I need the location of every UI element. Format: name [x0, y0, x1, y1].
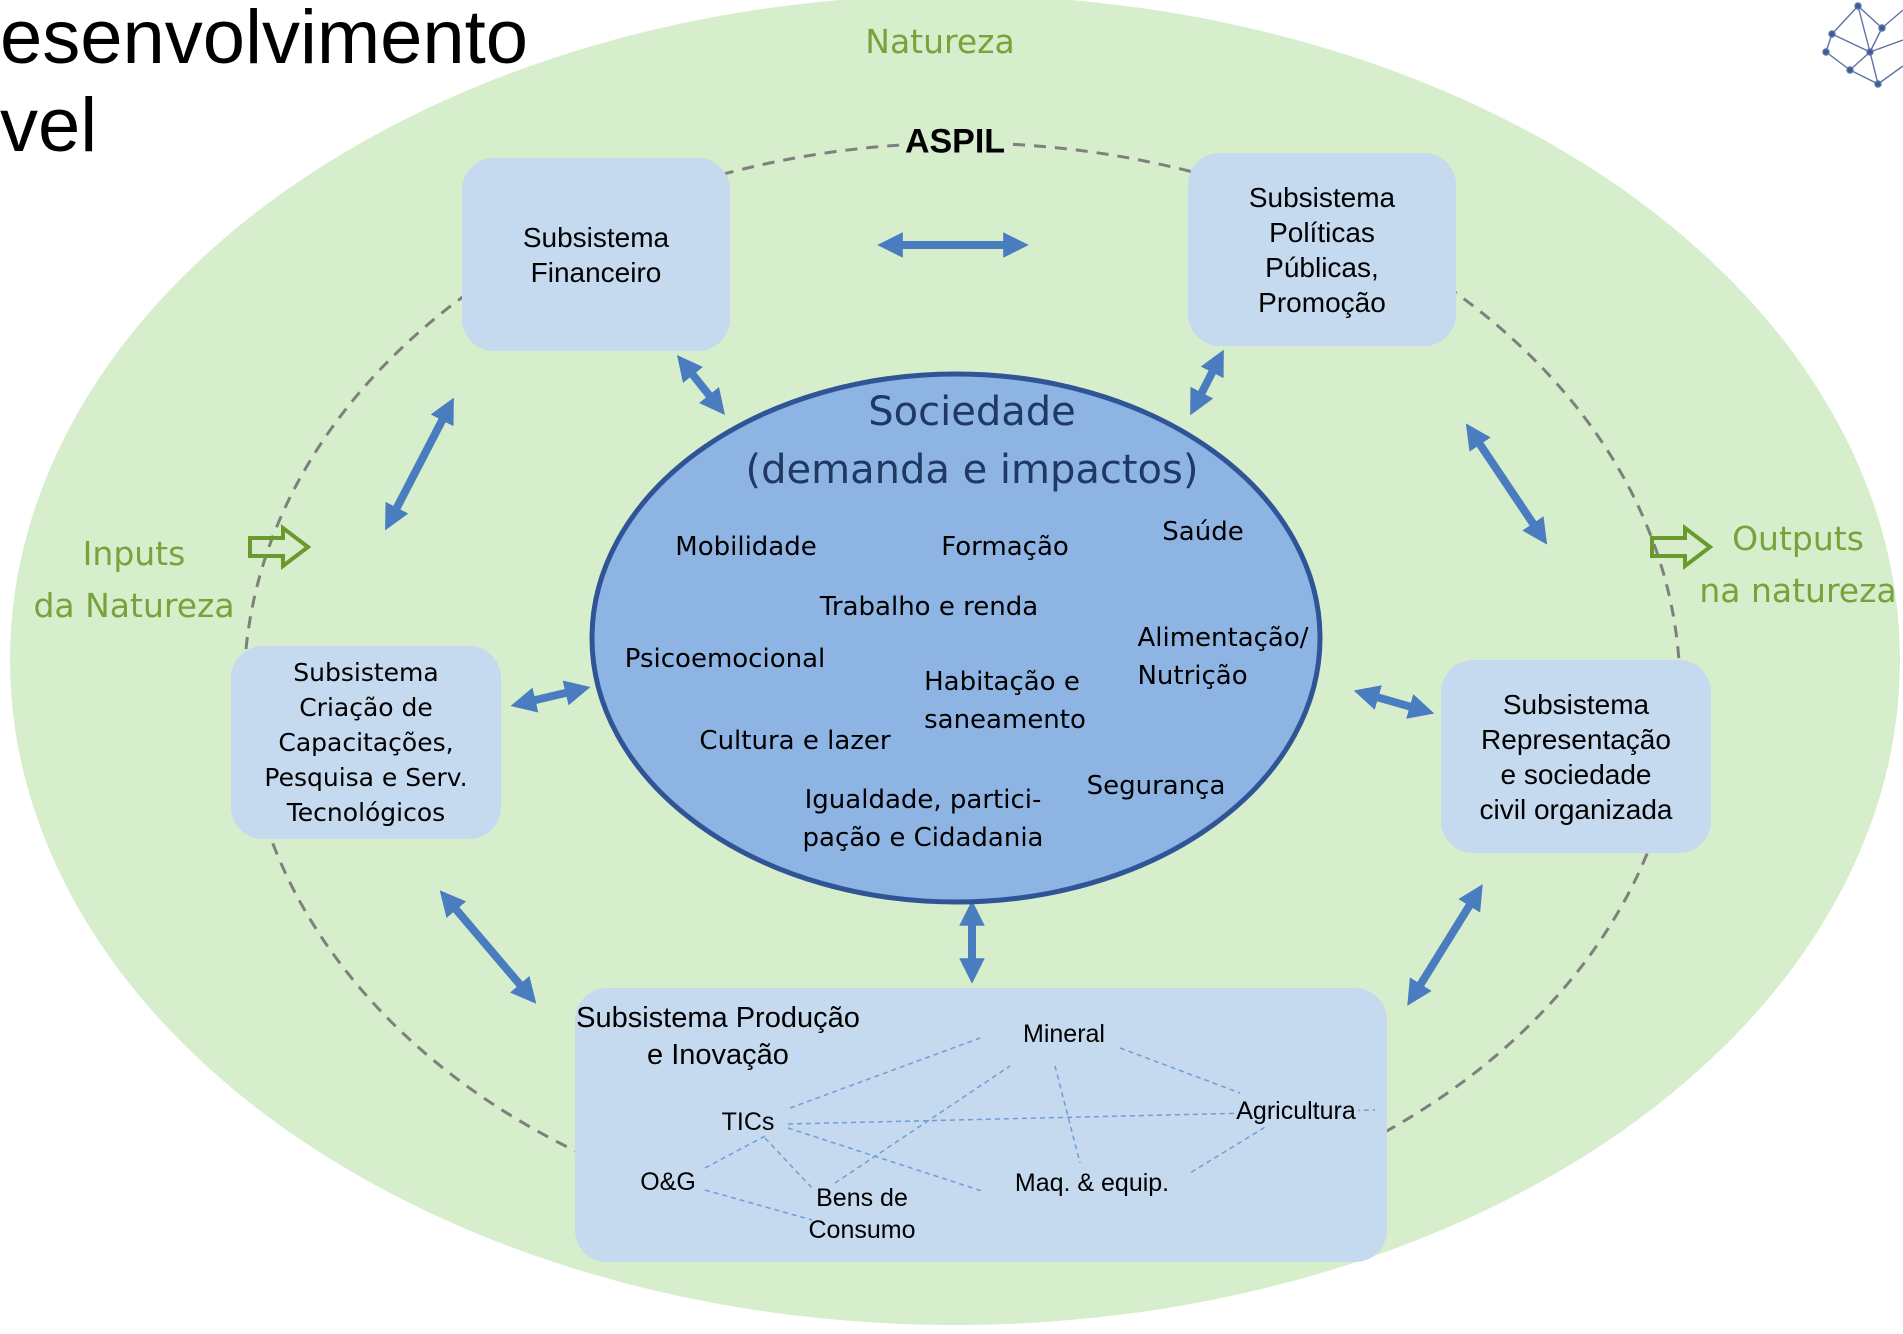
society-item-habitacao: Habitação e saneamento: [924, 663, 1086, 739]
producao-node-maq-equip: Maq. & equip.: [1014, 1169, 1170, 1197]
subsystem-representacao-line-3: e sociedade: [1500, 758, 1652, 790]
subsystem-politicas-line-3: Públicas,: [1265, 251, 1379, 283]
society-item-mobilidade: Mobilidade: [675, 532, 817, 562]
inputs-label-line-2: da Natureza: [33, 586, 235, 625]
society-item-psicoemocional: Psicoemocional: [624, 644, 826, 674]
subsystem-capacitacoes-line-5: Tecnológicos: [286, 798, 446, 827]
network-globe-icon: [1822, 2, 1903, 88]
society-item-trabalho: Trabalho e renda: [819, 592, 1039, 622]
inputs-label-line-1: Inputs: [82, 534, 186, 573]
subsystem-capacitacoes-line-1: Subsistema: [293, 658, 439, 687]
page-title-line-1: esenvolvimento: [0, 0, 529, 80]
society-item-seguranca: Segurança: [1086, 771, 1226, 801]
subsystem-politicas-line-4: Promoção: [1258, 286, 1386, 318]
arrow-representacao-producao: [1407, 884, 1483, 1006]
arrow-capacitacoes-sociedade: [510, 680, 591, 713]
subsystem-representacao-label: Subsistema Representação e sociedade civ…: [1480, 687, 1673, 827]
subsystem-financeiro-label: Subsistema Financeiro: [523, 220, 669, 290]
subsystem-politicas-line-1: Subsistema: [1248, 181, 1396, 213]
subsystem-capacitacoes-label: Subsistema Criação de Capacitações, Pesq…: [264, 655, 467, 830]
subsystem-capacitacoes: Subsistema Criação de Capacitações, Pesq…: [231, 646, 501, 839]
society-item-alimentacao-line-2: Nutrição: [1137, 661, 1248, 691]
producao-title-line-1: Subsistema Produção: [576, 1002, 860, 1034]
society-item-cultura: Cultura e lazer: [699, 726, 891, 756]
producao-node-og: O&G: [640, 1168, 696, 1196]
subsystem-representacao-line-4: civil organizada: [1479, 793, 1673, 825]
subsystem-representacao: Subsistema Representação e sociedade civ…: [1441, 660, 1711, 853]
subsystem-capacitacoes-line-4: Pesquisa e Serv.: [264, 763, 468, 792]
inputs-arrow-icon: [248, 523, 312, 571]
aspil-label: ASPIL: [900, 122, 1010, 162]
society-ellipse: [589, 371, 1323, 905]
producao-node-agricultura: Agricultura: [1234, 1095, 1358, 1127]
producao-node-bens-line-2: Consumo: [808, 1216, 916, 1244]
producao-node-mineral: Mineral: [1023, 1020, 1105, 1048]
connection-arrows: [385, 232, 1548, 1006]
society-title-line-1: Sociedade: [868, 389, 1076, 435]
subsystem-representacao-line-2: Representação: [1481, 723, 1671, 755]
subsystem-capacitacoes-line-2: Criação de: [299, 693, 433, 722]
society-item-alimentacao-line-1: Alimentação/: [1137, 623, 1309, 653]
producao-title: Subsistema Produção e Inovação: [573, 1000, 863, 1074]
subsystem-financeiro-line-2: Financeiro: [530, 256, 662, 288]
society-item-saude: Saúde: [1162, 517, 1244, 547]
subsystem-capacitacoes-line-3: Capacitações,: [278, 728, 454, 757]
arrow-politicas-sociedade: [1190, 349, 1224, 416]
outputs-label: Outputs na natureza: [1699, 513, 1896, 617]
producao-node-bens-consumo: Bens de Consumo: [809, 1182, 916, 1246]
outputs-label-line-2: na natureza: [1699, 571, 1897, 610]
subsystem-politicas-line-2: Políticas: [1269, 216, 1375, 248]
subsystem-politicas: Subsistema Políticas Públicas, Promoção: [1188, 153, 1456, 346]
nature-label: Natureza: [865, 22, 1015, 61]
producao-node-bens-line-1: Bens de: [816, 1184, 908, 1212]
arrow-financeiro-capacitacoes: [385, 397, 454, 531]
subsystem-politicas-label: Subsistema Políticas Públicas, Promoção: [1249, 180, 1395, 320]
society-item-habitacao-line-2: saneamento: [924, 705, 1086, 735]
subsystem-financeiro: Subsistema Financeiro: [462, 158, 730, 351]
society-title-line-2: (demanda e impactos): [745, 447, 1199, 493]
subsystem-financeiro-line-1: Subsistema: [522, 221, 670, 253]
arrow-representacao-sociedade: [1353, 685, 1435, 719]
society-title: Sociedade (demanda e impactos): [746, 383, 1199, 499]
page-title-line-2: vel: [0, 83, 98, 168]
arrow-capacitacoes-producao: [439, 890, 537, 1004]
outputs-arrow-icon: [1650, 523, 1714, 571]
society-item-igualdade-line-2: pação e Cidadania: [802, 823, 1044, 853]
outputs-label-line-1: Outputs: [1732, 519, 1864, 558]
society-item-alimentacao: Alimentação/ Nutrição: [1137, 619, 1308, 695]
society-item-habitacao-line-1: Habitação e: [924, 667, 1080, 697]
arrow-politicas-representacao: [1465, 423, 1548, 545]
inputs-label: Inputs da Natureza: [33, 528, 234, 632]
society-item-igualdade: Igualdade, partici- pação e Cidadania: [803, 781, 1044, 857]
subsystem-representacao-line-1: Subsistema: [1502, 688, 1650, 720]
society-item-formacao: Formação: [941, 532, 1069, 562]
producao-title-line-2: e Inovação: [647, 1039, 789, 1071]
society-item-igualdade-line-1: Igualdade, partici-: [804, 785, 1042, 815]
producao-node-tics: TICs: [721, 1108, 775, 1136]
arrow-financeiro-sociedade: [677, 355, 725, 415]
